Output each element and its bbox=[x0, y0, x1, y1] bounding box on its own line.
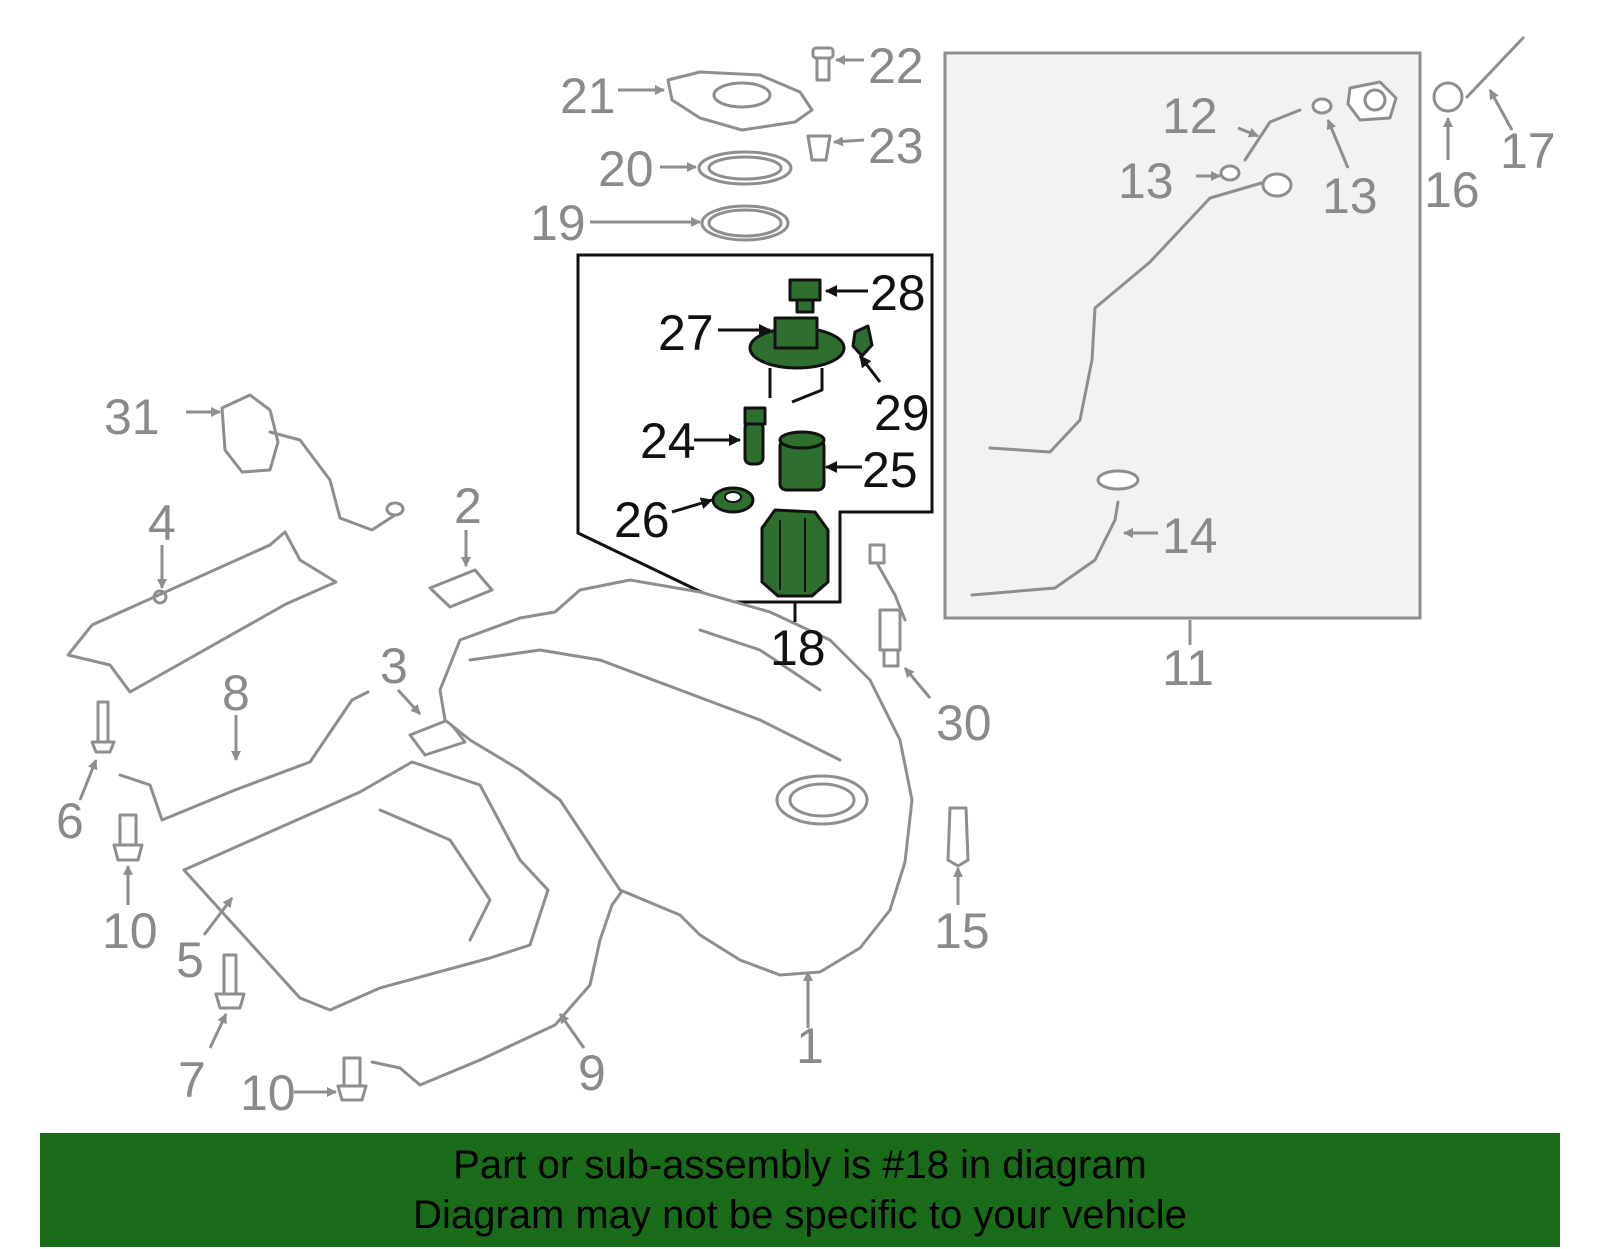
part-23-nut bbox=[806, 134, 832, 162]
part-15-clip bbox=[946, 806, 970, 868]
filler-cap-flange bbox=[1346, 80, 1398, 122]
callout-6: 6 bbox=[56, 793, 84, 849]
filler-neck-pipe bbox=[988, 172, 1293, 454]
callout-24: 24 bbox=[640, 413, 696, 469]
callout-30: 30 bbox=[936, 695, 992, 751]
callout-1: 1 bbox=[796, 1018, 824, 1074]
callout-4: 4 bbox=[148, 495, 176, 551]
part-18-pump-module bbox=[760, 508, 830, 598]
callout-8: 8 bbox=[222, 665, 250, 721]
part-26-strainer-seal bbox=[711, 486, 755, 514]
callout-10-upper: 10 bbox=[102, 903, 158, 959]
callout-12: 12 bbox=[1162, 88, 1218, 144]
banner-line-2: Diagram may not be specific to your vehi… bbox=[413, 1193, 1187, 1237]
part-22-bolt bbox=[811, 46, 835, 82]
callout-22: 22 bbox=[868, 38, 924, 94]
callout-3: 3 bbox=[380, 638, 408, 694]
part-20-lock-ring bbox=[697, 150, 793, 186]
part-1-fuel-tank bbox=[438, 578, 914, 977]
part-31-canister bbox=[220, 393, 405, 532]
callout-27: 27 bbox=[658, 305, 714, 361]
callout-18: 18 bbox=[770, 620, 826, 676]
part-7-bolt bbox=[214, 953, 246, 1010]
callout-14: 14 bbox=[1162, 508, 1218, 564]
callout-2: 2 bbox=[454, 478, 482, 534]
callout-9: 9 bbox=[578, 1045, 606, 1101]
callout-13-right: 13 bbox=[1322, 168, 1378, 224]
part-24-sender bbox=[743, 406, 767, 466]
part-25-pump-motor bbox=[778, 430, 826, 492]
part-30-sensor bbox=[868, 543, 907, 668]
callout-29: 29 bbox=[874, 385, 930, 441]
part-8-strap bbox=[118, 690, 370, 822]
callout-10-lower: 10 bbox=[240, 1065, 296, 1121]
callout-20: 20 bbox=[598, 141, 654, 197]
part-13-clamp-right bbox=[1311, 97, 1333, 115]
callout-17: 17 bbox=[1500, 123, 1556, 179]
info-banner: Part or sub-assembly is #18 in diagram D… bbox=[40, 1133, 1560, 1247]
callout-11: 11 bbox=[1162, 640, 1214, 696]
part-10-bolt-lower bbox=[336, 1056, 368, 1102]
part-9-strap bbox=[370, 878, 632, 1087]
callout-13-left: 13 bbox=[1118, 153, 1174, 209]
part-6-bolt bbox=[90, 700, 116, 754]
callout-23: 23 bbox=[868, 118, 924, 174]
callout-16: 16 bbox=[1424, 162, 1480, 218]
part-16-grommet bbox=[1432, 81, 1464, 113]
part-19-gasket bbox=[700, 204, 790, 242]
part-14-filler-hose bbox=[970, 469, 1140, 597]
part-4-heat-shield bbox=[66, 530, 338, 694]
callout-15: 15 bbox=[934, 903, 990, 959]
part-28-connector bbox=[788, 278, 822, 314]
callout-26: 26 bbox=[614, 492, 670, 548]
callout-28: 28 bbox=[870, 265, 926, 321]
part-10-bolt-upper bbox=[112, 813, 144, 862]
part-29-valve bbox=[851, 324, 874, 358]
banner-line-1: Part or sub-assembly is #18 in diagram bbox=[453, 1143, 1147, 1187]
callout-21: 21 bbox=[560, 68, 616, 124]
part-3-pad bbox=[408, 718, 467, 757]
part-2-pad bbox=[428, 568, 494, 609]
part-5-lower-shield bbox=[182, 760, 550, 1012]
callout-31: 31 bbox=[104, 389, 160, 445]
callout-7: 7 bbox=[178, 1052, 206, 1108]
part-17-tether bbox=[1465, 36, 1525, 99]
callout-5: 5 bbox=[176, 932, 204, 988]
part-21-cover-plate bbox=[666, 70, 814, 132]
callout-25: 25 bbox=[862, 442, 918, 498]
callout-19: 19 bbox=[530, 195, 586, 251]
part-13-clamp-left bbox=[1219, 164, 1241, 182]
part-27-pump-flange bbox=[748, 316, 846, 404]
part-12-hose bbox=[1243, 108, 1302, 162]
